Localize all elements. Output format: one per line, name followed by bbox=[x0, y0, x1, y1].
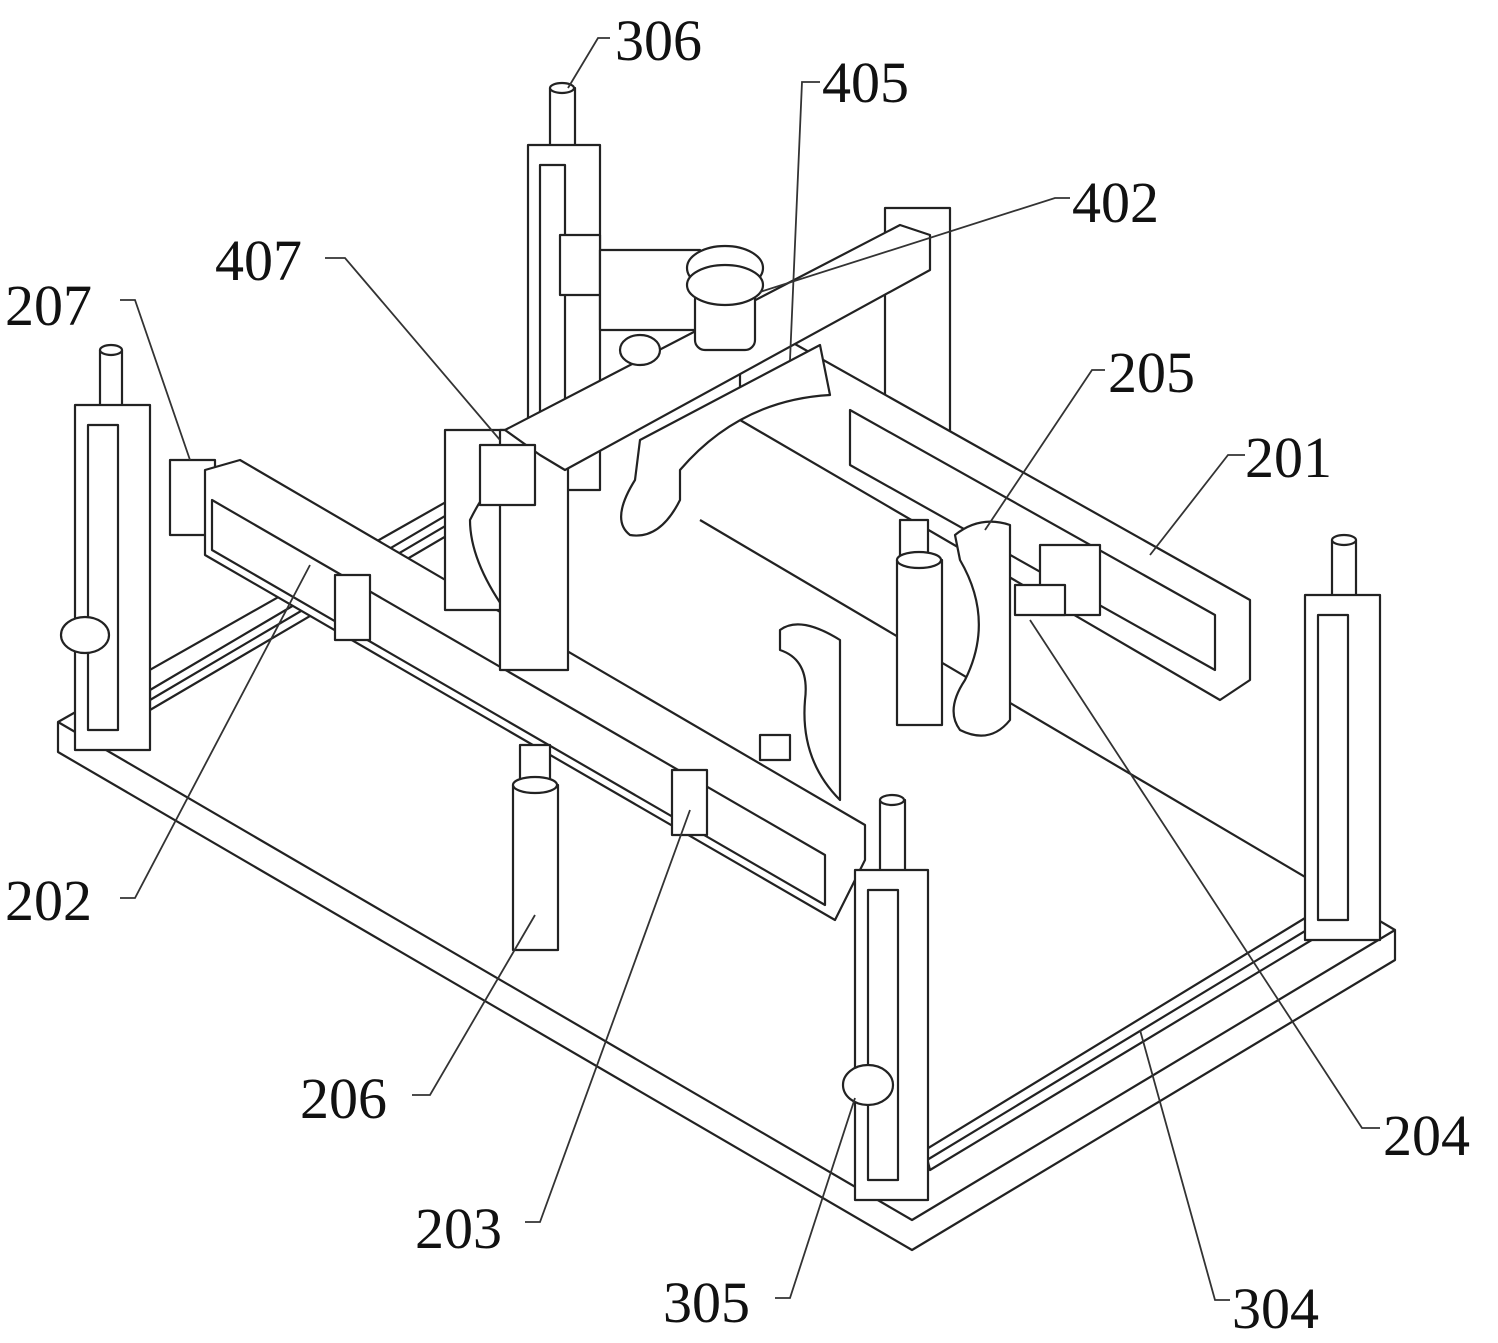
label-305: 305 bbox=[663, 1270, 750, 1335]
cylinder-206 bbox=[513, 745, 558, 950]
cylinder-rear bbox=[897, 520, 942, 725]
label-207: 207 bbox=[5, 273, 92, 338]
label-405: 405 bbox=[822, 50, 909, 115]
knob-spring bbox=[687, 246, 763, 350]
label-205: 205 bbox=[1108, 340, 1195, 405]
label-204: 204 bbox=[1383, 1103, 1470, 1168]
label-206: 206 bbox=[300, 1066, 387, 1131]
post-right bbox=[1305, 535, 1380, 940]
post-left bbox=[61, 345, 150, 750]
label-304: 304 bbox=[1232, 1276, 1319, 1341]
guide-rail-304 bbox=[925, 915, 1320, 1170]
label-407: 407 bbox=[215, 228, 302, 293]
label-203: 203 bbox=[415, 1196, 502, 1261]
label-402: 402 bbox=[1072, 170, 1159, 235]
label-202: 202 bbox=[5, 868, 92, 933]
label-306: 306 bbox=[615, 8, 702, 73]
label-201: 201 bbox=[1245, 425, 1332, 490]
